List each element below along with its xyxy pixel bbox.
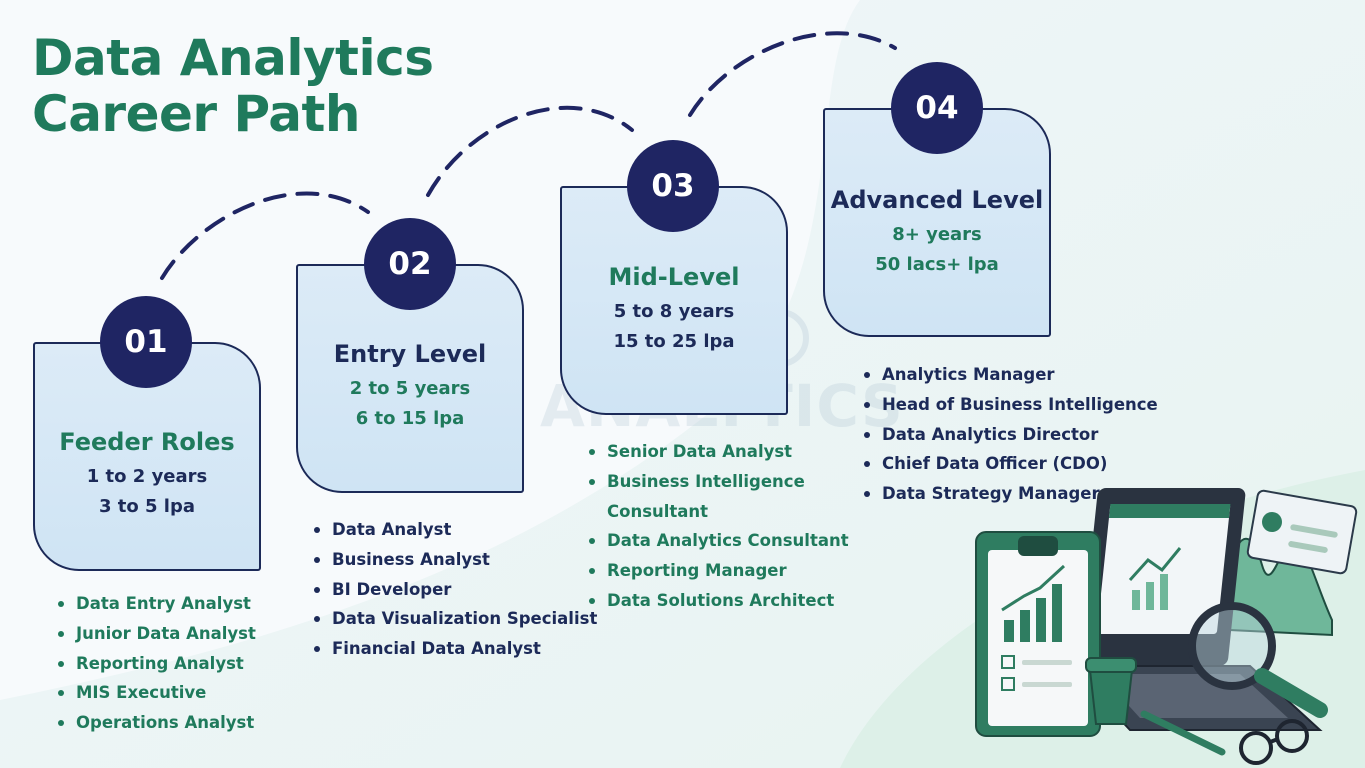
list-item: Financial Data Analyst (312, 634, 597, 664)
list-item: MIS Executive (56, 678, 256, 708)
pen-icon (1140, 710, 1226, 756)
connector-2-3 (426, 105, 634, 197)
analytics-illustration (975, 488, 1358, 765)
stage-3-badge: 03 (627, 140, 719, 232)
stage-1-badge: 01 (100, 296, 192, 388)
stage-2-badge: 02 (364, 218, 456, 310)
stage-2-card (296, 264, 524, 493)
stage-1-card (33, 342, 261, 571)
stage-4-title: Advanced Level (830, 186, 1044, 214)
stage-4-badge: 04 (891, 62, 983, 154)
magnifier-icon (1188, 602, 1328, 718)
list-item: Data Analytics Director (862, 420, 1158, 450)
clipboard-icon (975, 531, 1101, 737)
list-item: Consultant (607, 501, 709, 521)
list-item: Reporting Analyst (56, 649, 256, 679)
list-item: Senior Data Analyst (587, 437, 849, 467)
stage-2-salary: 6 to 15 lpa (355, 408, 465, 429)
stage-2-title: Entry Level (333, 340, 487, 368)
list-item: Reporting Manager (587, 556, 849, 586)
list-item: Operations Analyst (56, 708, 256, 738)
title-line-2: Career Path (32, 85, 361, 143)
list-item: Data Visualization Specialist (312, 604, 597, 634)
stage-1-role-list: Data Entry Analyst Junior Data Analyst R… (56, 589, 256, 738)
list-item: Data Solutions Architect (587, 586, 849, 616)
stage-4-salary: 50 lacs+ lpa (875, 254, 999, 275)
stage-3-salary: 15 to 25 lpa (613, 331, 735, 352)
stage-1-years: 1 to 2 years (86, 466, 208, 487)
list-item: Business Analyst (312, 545, 597, 575)
stage-2-years: 2 to 5 years (349, 378, 471, 399)
list-item: Data Analyst (312, 515, 597, 545)
stage-3-role-list: Senior Data Analyst Business Intelligenc… (587, 437, 849, 616)
list-item: BI Developer (312, 575, 597, 605)
title-line-1: Data Analytics (32, 29, 434, 87)
list-item: Data Strategy Manager (862, 479, 1158, 509)
stage-3-years: 5 to 8 years (613, 301, 735, 322)
list-item: Data Analytics Consultant (587, 526, 849, 556)
stage-2-role-list: Data Analyst Business Analyst BI Develop… (312, 515, 597, 664)
list-item: Analytics Manager (862, 360, 1158, 390)
stage-3-title: Mid-Level (608, 263, 740, 291)
page-title: Data Analytics Career Path (32, 30, 434, 142)
info-card-icon (1246, 489, 1358, 575)
stage-4-role-list: Analytics Manager Head of Business Intel… (862, 360, 1158, 509)
stage-4-years: 8+ years (892, 224, 982, 245)
stage-1-title: Feeder Roles (59, 428, 235, 456)
list-item: Business Intelligence (587, 467, 849, 497)
stage-1-salary: 3 to 5 lpa (98, 496, 196, 517)
connector-3-4 (688, 31, 897, 117)
list-item: Junior Data Analyst (56, 619, 256, 649)
list-item: Chief Data Officer (CDO) (862, 449, 1158, 479)
connector-1-2 (160, 191, 370, 280)
coffee-cup-icon (1085, 657, 1137, 725)
list-item: Head of Business Intelligence (862, 390, 1158, 420)
glasses-icon (1239, 719, 1309, 765)
list-item: Data Entry Analyst (56, 589, 256, 619)
